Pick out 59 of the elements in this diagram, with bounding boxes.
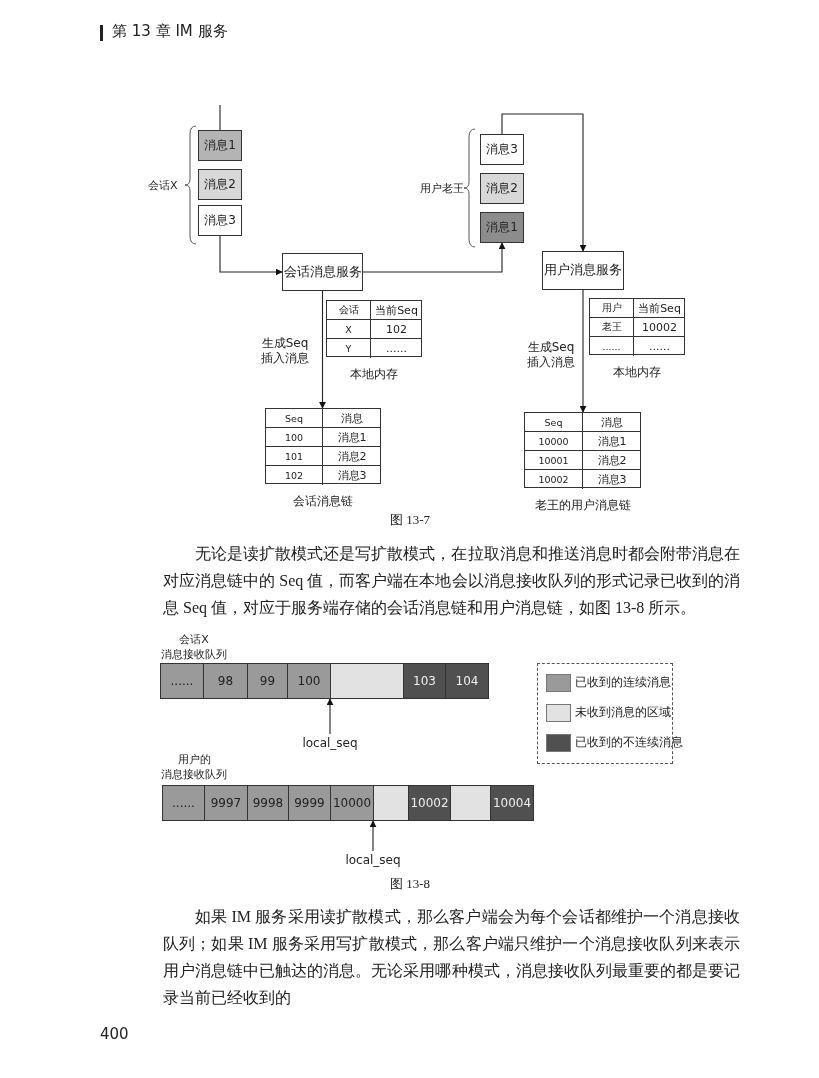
service-box: 会话消息服务 [282,253,363,291]
arrow [369,820,377,852]
pointer-label: local_seq [343,853,403,871]
legend-text: 未收到消息的区域 [575,705,671,720]
queue-cell: 9997 [204,785,248,821]
queue-cell: ...... [160,663,204,699]
message-box: 消息1 [480,212,524,243]
data-table: Seq 消息 100 消息1 101 消息2 102 消息3 [265,408,381,484]
message-box: 消息3 [480,134,524,165]
arrow [579,289,587,413]
arrow [319,290,326,409]
edge-label: 生成Seq 插入消息 [260,336,310,366]
queue-cell [450,785,491,821]
table-caption: 本地内存 [349,366,399,383]
message-box: 消息3 [198,205,242,236]
arrow [326,698,334,735]
message-box: 消息1 [198,130,242,161]
group-label: 会话X [148,178,178,193]
queue-label: 消息接收队列 [160,647,228,662]
queue-cell: ...... [162,785,205,821]
data-table: Seq 消息 10000 消息1 10001 消息2 10002 消息3 [524,412,641,488]
queue-cell: 10004 [490,785,534,821]
queue-cell: 103 [403,663,446,699]
legend-text: 已收到的不连续消息 [575,735,683,750]
message-box: 消息2 [198,169,242,200]
queue-label: 消息接收队列 [160,767,228,782]
queue-cell: 104 [445,663,489,699]
figure-caption: 图 13-7 [388,511,432,529]
queue-cell: 9999 [288,785,331,821]
data-table: 用户 当前Seq 老王 10002 ...... ...... [589,298,685,355]
queue-cell: 10002 [408,785,451,821]
arrow [501,113,587,252]
figure-caption: 图 13-8 [388,875,432,893]
service-box: 用户消息服务 [542,251,624,290]
queue-cell: 100 [287,663,331,699]
queue-cell: 9998 [247,785,289,821]
queue-cell [373,785,409,821]
queue-label: 用户的 [176,752,212,767]
queue-cell: 98 [203,663,248,699]
table-caption: 老王的用户消息链 [533,497,632,514]
queue-label: 会话X [178,632,210,647]
queue-cell: 10000 [330,785,374,821]
arrow [362,242,506,273]
message-box: 消息2 [480,173,524,204]
data-table: 会话 当前Seq X 102 Y ...... [326,300,422,357]
queue-cell: 99 [247,663,288,699]
body-paragraph: 如果 IM 服务采用读扩散模式，那么客户端会为每个会话都维护一个消息接收队列；如果 IM 服务采用写扩散模式，那么客户端只维护一个消息接收队列来表示用户消息链中已触达的消息。无论采用哪种模式，消息接收队列最重要的都是要记录当前已经收到的 [163,907,740,1008]
group-label: 用户老王 [420,181,464,196]
legend-text: 已收到的连续消息 [575,675,671,690]
chapter-header: 第 13 章 IM 服务 [112,22,228,41]
connector-line [219,104,221,131]
edge-label: 生成Seq 插入消息 [526,340,576,370]
table-caption: 本地内存 [612,364,662,381]
page-number: 400 [100,1025,129,1043]
body-paragraph: 无论是读扩散模式还是写扩散模式，在拉取消息和推送消息时都会附带消息在对应消息链中的 Seq 值，而客户端在本地会以消息接收队列的形式记录已收到的消息 Seq 值，对应于服务端存储的会话消息链和用户消息链，如图 13-8 所示。 [163,544,740,619]
table-caption: 会话消息链 [292,493,354,510]
queue-cell [330,663,404,699]
pointer-label: local_seq [300,736,360,754]
arrow [219,235,283,276]
